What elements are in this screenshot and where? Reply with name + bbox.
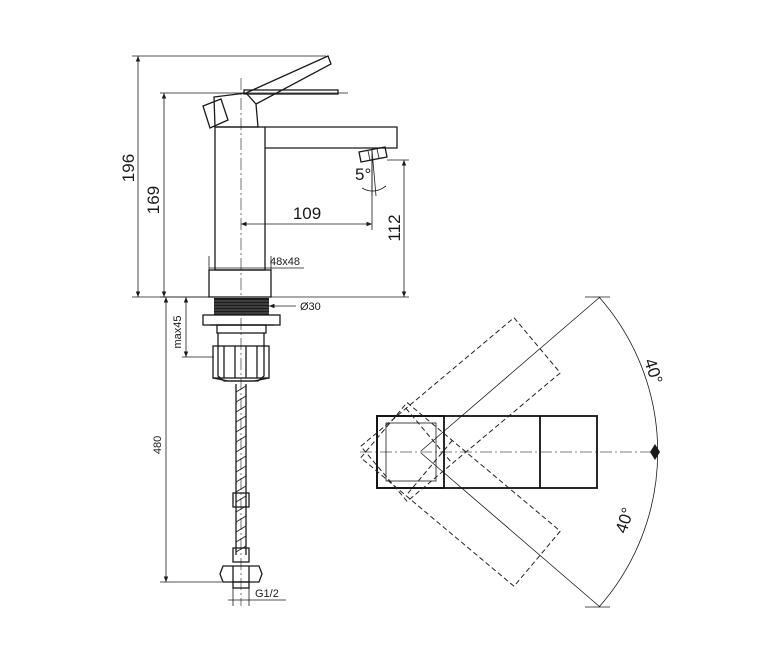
dim-body-size: 48x48 <box>270 256 300 268</box>
top-view: 40° 40° <box>360 296 666 608</box>
lever-handle <box>202 55 339 129</box>
dim-spout-reach: 109 <box>293 204 321 223</box>
dim-total-height: 196 <box>119 154 138 182</box>
dim-max-deck: max45 <box>172 315 184 348</box>
angle-label-upper: 40° <box>640 356 666 386</box>
faucet-body <box>214 126 266 271</box>
side-view: 196 169 109 112 5° 48x48 Ø30 max45 <box>119 55 409 606</box>
threaded-stem <box>214 298 269 315</box>
dim-body-height: 169 <box>144 186 163 214</box>
dim-spout-height: 112 <box>385 214 404 241</box>
spout <box>265 126 398 149</box>
dim-hose-length: 480 <box>152 436 164 454</box>
mounting-washer <box>202 314 281 326</box>
handle-rotated-upper <box>360 317 562 503</box>
flex-hose <box>232 384 250 563</box>
dim-connection: G1/2 <box>255 588 279 600</box>
dim-hole-diameter: Ø30 <box>300 301 321 313</box>
hose-end-fitting <box>219 565 263 589</box>
handle-rotated-lower <box>360 401 562 587</box>
angle-label-lower: 40° <box>612 505 638 535</box>
base-plate <box>208 269 272 298</box>
aerator <box>358 146 388 163</box>
dim-spout-angle: 5° <box>355 165 371 184</box>
mounting-nut <box>212 333 270 382</box>
faucet-top-outline <box>376 415 598 489</box>
